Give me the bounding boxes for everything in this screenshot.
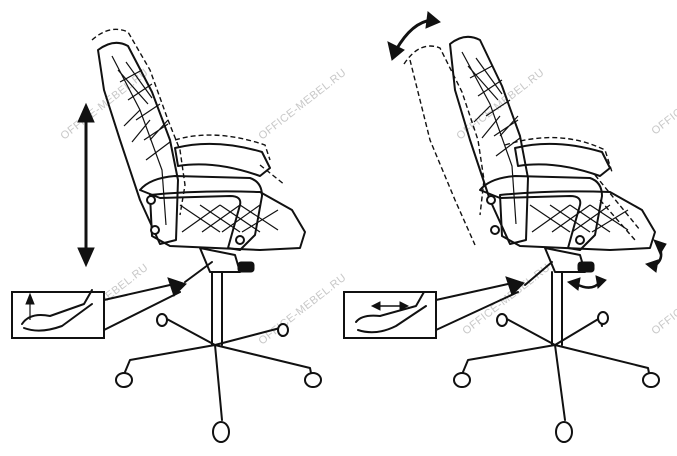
left-chair-caster-4 — [304, 372, 322, 388]
right-lever-callout-box — [343, 291, 437, 339]
watermark-7: OFFICE-MEBEL.RU — [649, 62, 677, 138]
left-chair — [11, 28, 322, 443]
right-chair-bolt-1 — [486, 195, 496, 205]
right-lever-callout — [343, 276, 525, 339]
right-chair-gas-lift — [551, 271, 563, 346]
right-chair-bolt-3 — [575, 235, 585, 245]
left-chair-raised-outline — [91, 28, 186, 216]
left-chair-caster-5 — [212, 421, 230, 443]
left-chair-seat — [149, 190, 306, 251]
right-chair-quilting — [467, 57, 521, 157]
left-chair-quilting — [117, 61, 171, 161]
right-chair-armrest — [479, 175, 603, 251]
left-chair-caster-2 — [156, 313, 168, 327]
right-chair-caster-5 — [555, 421, 573, 443]
left-chair-bolt-3 — [235, 235, 245, 245]
lever-slide-icon — [355, 291, 427, 334]
right-chair-knob — [577, 261, 595, 273]
right-chair-caster-4 — [642, 372, 660, 388]
left-chair-raised-arm — [174, 134, 286, 186]
lever-lift-icon — [21, 289, 93, 332]
right-lever-pointer-tip — [505, 276, 525, 296]
right-chair-seat — [499, 190, 656, 251]
seat-tilt-arrow-icon — [644, 239, 667, 273]
right-chair-backrest — [449, 35, 529, 245]
double-arrow-vertical-icon — [77, 102, 95, 268]
right-chair-caster-1 — [453, 372, 471, 388]
right-chair-caster-2 — [496, 313, 508, 327]
left-chair-backrest — [97, 41, 179, 245]
left-chair-bolt-1 — [146, 195, 156, 205]
right-chair-tilted-outline — [403, 45, 485, 246]
right-chair-caster-3 — [597, 311, 609, 325]
left-lever-callout — [11, 277, 187, 339]
left-lever-callout-box — [11, 291, 105, 339]
left-chair-caster-3 — [277, 323, 289, 337]
right-chair-lever — [524, 261, 553, 286]
left-chair-arm-pad — [174, 142, 271, 177]
left-chair-bolt-2 — [150, 225, 160, 235]
left-lever-callout-pointer — [103, 284, 181, 331]
knob-turn-arrow-icon — [566, 275, 607, 291]
right-chair — [343, 11, 667, 443]
double-arrow-horizontal-icon — [370, 301, 410, 311]
watermark-8: OFFICE-MEBEL.RU — [649, 262, 677, 338]
right-lever-callout-pointer — [435, 283, 519, 331]
left-chair-seat-quilting — [179, 204, 279, 233]
right-chair-seat-quilting — [529, 204, 629, 233]
left-chair-knob — [237, 261, 255, 273]
left-chair-caster-1 — [115, 372, 133, 388]
right-chair-base — [462, 317, 651, 421]
right-chair-bolt-2 — [490, 225, 500, 235]
curved-double-arrow-icon — [387, 11, 441, 61]
left-lever-pointer-tip — [167, 277, 187, 297]
left-chair-gas-lift — [211, 271, 223, 346]
watermark-2: OFFICE-MEBEL.RU — [256, 67, 348, 143]
watermark-5: OFFICE-MEBEL.RU — [256, 272, 348, 348]
right-chair-tilted-arm — [504, 136, 641, 241]
left-chair-lever — [184, 261, 213, 283]
left-chair-mechanism — [199, 247, 241, 273]
lever-lift-arrow-head — [25, 292, 35, 305]
left-chair-armrest — [139, 175, 263, 251]
right-chair-arm-pad — [514, 142, 611, 177]
